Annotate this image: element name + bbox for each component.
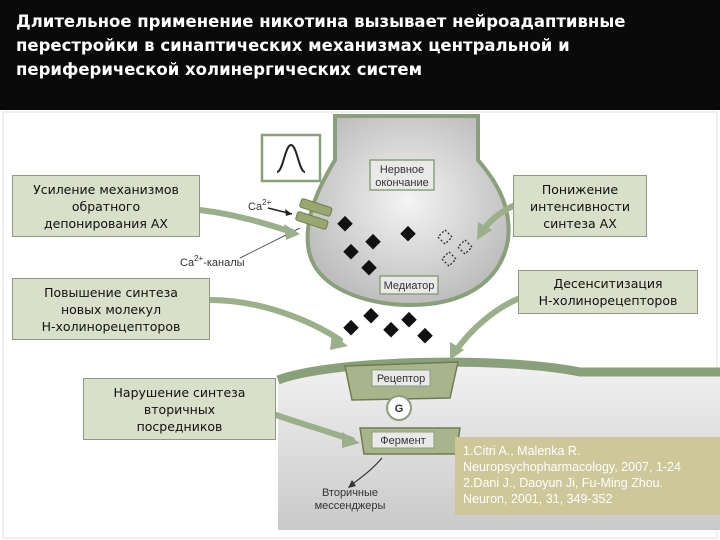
mediator-molecule [401, 311, 417, 328]
box-line: Нарушение синтеза [113, 384, 246, 400]
title-banner: Длительное применение никотина вызывает … [0, 0, 720, 110]
mediator-molecule [365, 233, 381, 250]
box-line: Повышение синтеза [44, 284, 178, 300]
action-potential-spike-icon [276, 143, 306, 173]
reuptake-arrow [197, 207, 295, 235]
desensitization-arrow [452, 295, 523, 355]
empty-mediator-site [457, 239, 473, 255]
calcium-channel [295, 211, 329, 230]
mediator-label-box [379, 275, 439, 295]
mediator-molecules [337, 215, 416, 276]
box-line: Десенситизация [553, 276, 663, 291]
figure-frame [2, 111, 718, 539]
calcium-channel [299, 198, 333, 217]
title-line: перестройки в синаптических механизмах ц… [16, 36, 570, 55]
mediator-molecule [400, 225, 416, 242]
reference-line: Neuropsychopharmacology, 2007, 1-24 [463, 460, 681, 474]
enzyme-label-box [371, 431, 435, 449]
box-line: интенсивности [530, 198, 630, 214]
effect-arrowheads [284, 222, 492, 448]
calcium-label: Ca2+ [248, 198, 272, 213]
box-line: синтеза АХ [543, 215, 617, 231]
reuptake-box: Усиление механизмов обратного депонирова… [12, 175, 200, 237]
mediator-molecule [417, 327, 433, 344]
depleted-mediator [437, 229, 473, 267]
title-line: периферической холинергических систем [16, 60, 423, 79]
slide-title: Длительное применение никотина вызывает … [16, 10, 706, 82]
box-line: депонирования АХ [44, 215, 168, 231]
mediator-label: Медиатор [384, 280, 435, 292]
mediator-molecule [337, 215, 353, 232]
desensitization-box: Десенситизация Н-холинорецепторов [518, 270, 698, 314]
box-line: вторичных [143, 401, 216, 417]
receptor-synthesis-arrow [207, 297, 343, 343]
box-line: Понижение [541, 181, 619, 197]
empty-mediator-site [441, 251, 457, 267]
box-line: Н-холинорецепторов [538, 293, 678, 308]
mediator-molecule [383, 321, 399, 338]
second-messengers-label: Вторичные [322, 487, 378, 499]
enzyme-label: Фермент [380, 435, 425, 447]
references-box: 1.Citri A., Malenka R. Neuropsychopharma… [455, 437, 720, 515]
box-line: посредников [136, 418, 223, 434]
empty-mediator-site [437, 229, 453, 245]
receptor-label-box [371, 369, 431, 387]
reference-line: 1.Citri A., Malenka R. [463, 444, 581, 458]
reference-line: 2.Dani J., Daoyun Ji, Fu-Ming Zhou. [463, 476, 664, 490]
synthesis-decrease-box: Понижение интенсивности синтеза АХ [513, 175, 647, 237]
box-line: Н-холинорецепторов [41, 318, 181, 334]
calcium-channels-label: Ca2+-каналы [180, 254, 245, 269]
second-messengers-label: мессенджеры [315, 500, 386, 512]
mediator-molecule [363, 307, 379, 324]
receptor-synthesis-box: Повышение синтеза новых молекул Н-холино… [12, 278, 210, 340]
box-line: новых молекул [60, 301, 162, 317]
g-protein [386, 395, 412, 421]
nerve-ending-label-box [369, 159, 435, 191]
box-line: Усиление механизмов [33, 181, 179, 197]
nerve-ending-label: окончание [375, 177, 428, 189]
box-line: обратного [71, 198, 141, 214]
second-messenger-box: Нарушение синтеза вторичных посредников [83, 378, 276, 440]
reference-line: Neuron, 2001, 31, 349-352 [463, 492, 613, 506]
receptor-label: Рецептор [377, 373, 425, 385]
g-protein-label: G [395, 403, 404, 415]
mediator-molecule [361, 259, 377, 276]
mediator-molecule [343, 319, 359, 336]
action-potential-box [260, 133, 322, 183]
released-mediator [343, 307, 433, 344]
title-line: Длительное применение никотина вызывает … [16, 12, 626, 31]
nerve-ending-label: Нервное [380, 164, 424, 176]
mediator-molecule [343, 243, 359, 260]
